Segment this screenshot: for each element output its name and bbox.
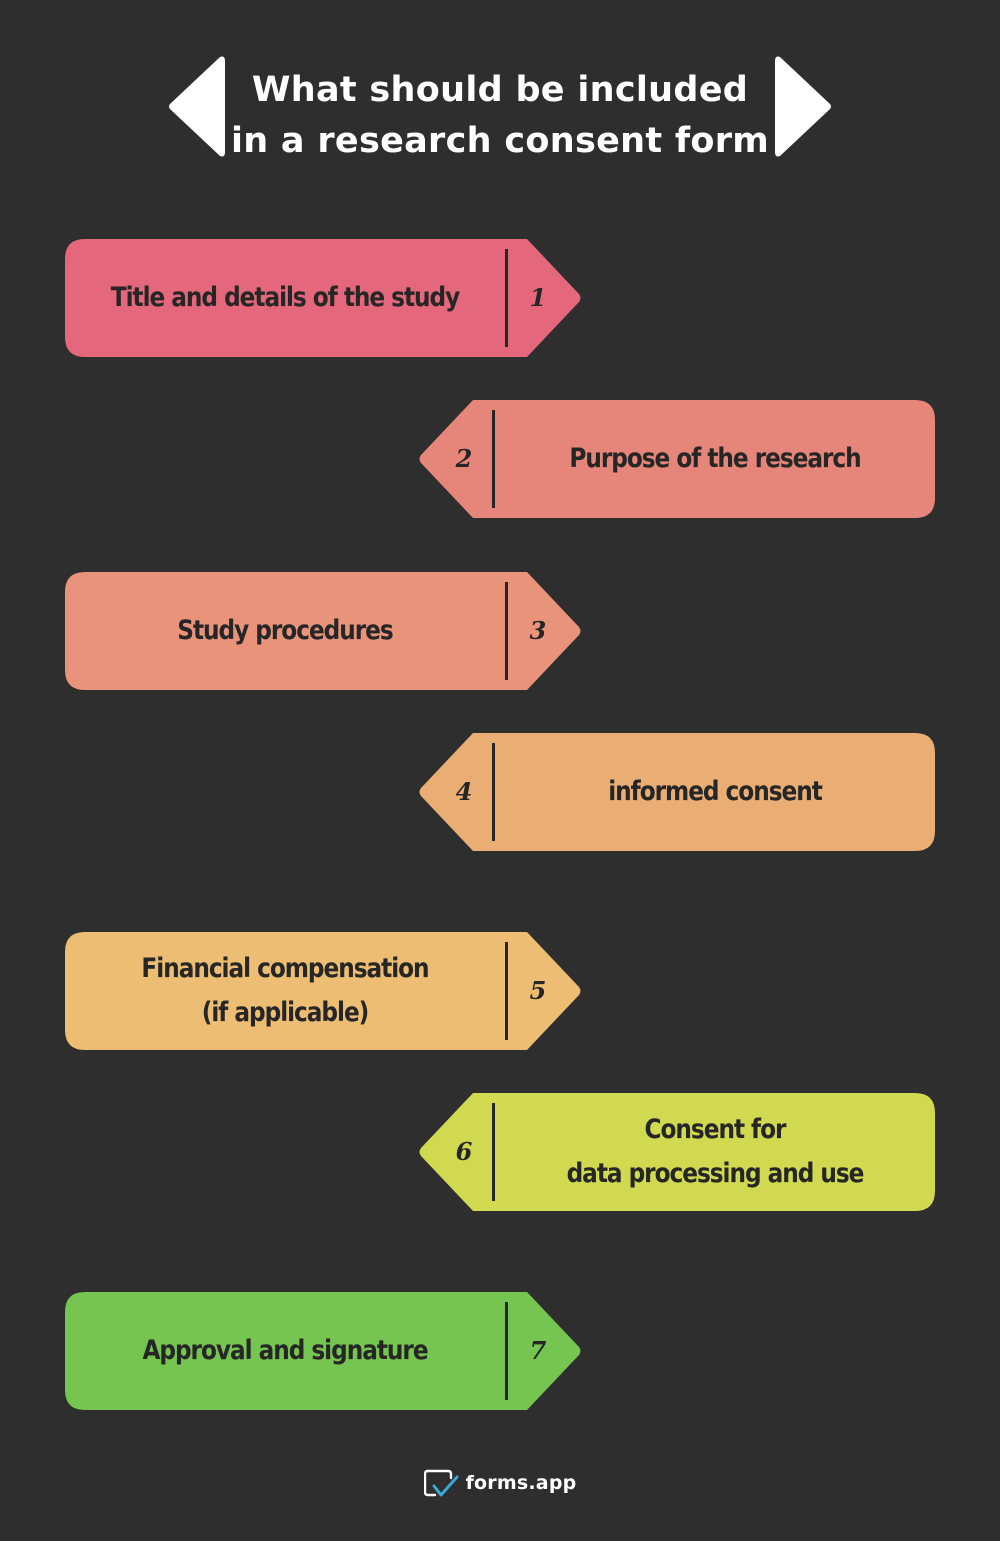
step-divider xyxy=(505,1302,508,1400)
footer: forms.app xyxy=(0,1466,1000,1500)
step-label: Consent for data processing and use xyxy=(566,1114,865,1189)
step-shape xyxy=(65,932,581,1050)
step-number: 1 xyxy=(529,283,547,312)
step-number: 2 xyxy=(455,444,473,473)
forms-app-logo-icon xyxy=(423,1469,459,1497)
step-number: 6 xyxy=(455,1137,473,1166)
step-shape-path xyxy=(419,1093,935,1211)
step-label: informed consent xyxy=(608,776,823,807)
step-shape-path xyxy=(419,733,935,851)
step-item: informed consent 4 xyxy=(418,733,935,851)
step-divider xyxy=(492,410,495,508)
step-shape xyxy=(65,572,581,690)
step-shape-path xyxy=(65,932,581,1050)
step-shape-path xyxy=(65,239,581,357)
step-item: Approval and signature 7 xyxy=(65,1292,582,1410)
title-line-1: What should be included xyxy=(251,70,749,110)
step-shape-path xyxy=(65,1292,581,1410)
step-number: 3 xyxy=(529,616,547,645)
brand-name: forms.app xyxy=(465,1472,577,1494)
step-number: 7 xyxy=(529,1336,547,1365)
triangle-left-icon xyxy=(169,56,225,157)
step-shape xyxy=(419,400,935,518)
step-shape xyxy=(419,1093,935,1211)
step-divider xyxy=(505,582,508,680)
step-item: Financial compensation (if applicable) 5 xyxy=(65,932,582,1050)
page-title: What should be included in a research co… xyxy=(230,65,770,167)
step-divider xyxy=(492,743,495,841)
step-item: Title and details of the study 1 xyxy=(65,239,582,357)
step-divider xyxy=(492,1103,495,1201)
step-shape xyxy=(65,239,581,357)
step-shape-path xyxy=(65,572,581,690)
step-item: Purpose of the research 2 xyxy=(418,400,935,518)
step-shape-path xyxy=(419,400,935,518)
step-shape xyxy=(65,1292,581,1410)
triangle-right-icon xyxy=(775,56,831,157)
step-label: Financial compensation (if applicable) xyxy=(141,953,429,1028)
title-line-2: in a research consent form xyxy=(230,121,770,161)
step-label: Study procedures xyxy=(177,615,393,646)
step-number: 4 xyxy=(455,777,473,806)
step-item: Study procedures 3 xyxy=(65,572,582,690)
step-number: 5 xyxy=(529,976,547,1005)
step-item: Consent for data processing and use 6 xyxy=(418,1093,935,1211)
step-divider xyxy=(505,942,508,1040)
page-header: What should be included in a research co… xyxy=(0,55,1000,161)
step-label: Purpose of the research xyxy=(569,443,861,474)
step-shape xyxy=(419,733,935,851)
step-label: Approval and signature xyxy=(142,1335,428,1366)
step-divider xyxy=(505,249,508,347)
step-label: Title and details of the study xyxy=(110,282,460,313)
